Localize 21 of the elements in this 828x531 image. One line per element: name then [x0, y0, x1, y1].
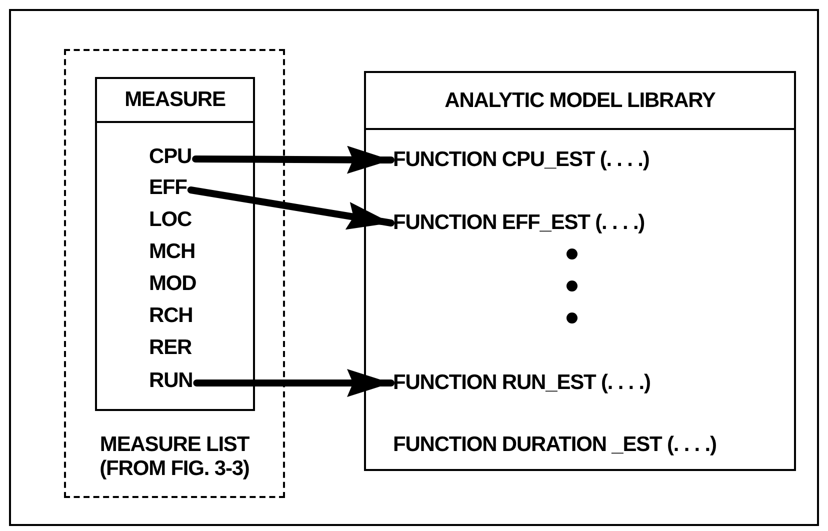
- group-caption: MEASURE LIST (FROM FIG. 3-3): [98, 433, 250, 481]
- dashed-group-box: [64, 49, 285, 498]
- arrow: [192, 146, 394, 174]
- library-box: [364, 71, 796, 471]
- measure-name: RER: [149, 336, 192, 360]
- arrow: [193, 369, 394, 397]
- function-signature: FUNCTION CPU_EST (. . . .): [393, 148, 650, 172]
- function-signature: FUNCTION DURATION _EST (. . . .): [393, 433, 716, 457]
- measure-name: EFF: [149, 176, 187, 200]
- arrow: [187, 186, 394, 230]
- measure-name: RUN: [149, 369, 193, 393]
- measure-name: MOD: [149, 272, 196, 296]
- function-signature: FUNCTION EFF_EST (. . . .): [393, 211, 645, 235]
- table-header: ANALYTIC MODEL LIBRARY: [366, 73, 794, 130]
- measure-name: RCH: [149, 304, 193, 328]
- measure-name: CPU: [149, 145, 192, 169]
- measure-table: [95, 77, 255, 411]
- measure-name: MCH: [149, 240, 196, 264]
- function-signature: FUNCTION RUN_EST (. . . .): [393, 371, 650, 395]
- table-header: MEASURE: [97, 79, 253, 123]
- measure-name: LOC: [149, 208, 192, 232]
